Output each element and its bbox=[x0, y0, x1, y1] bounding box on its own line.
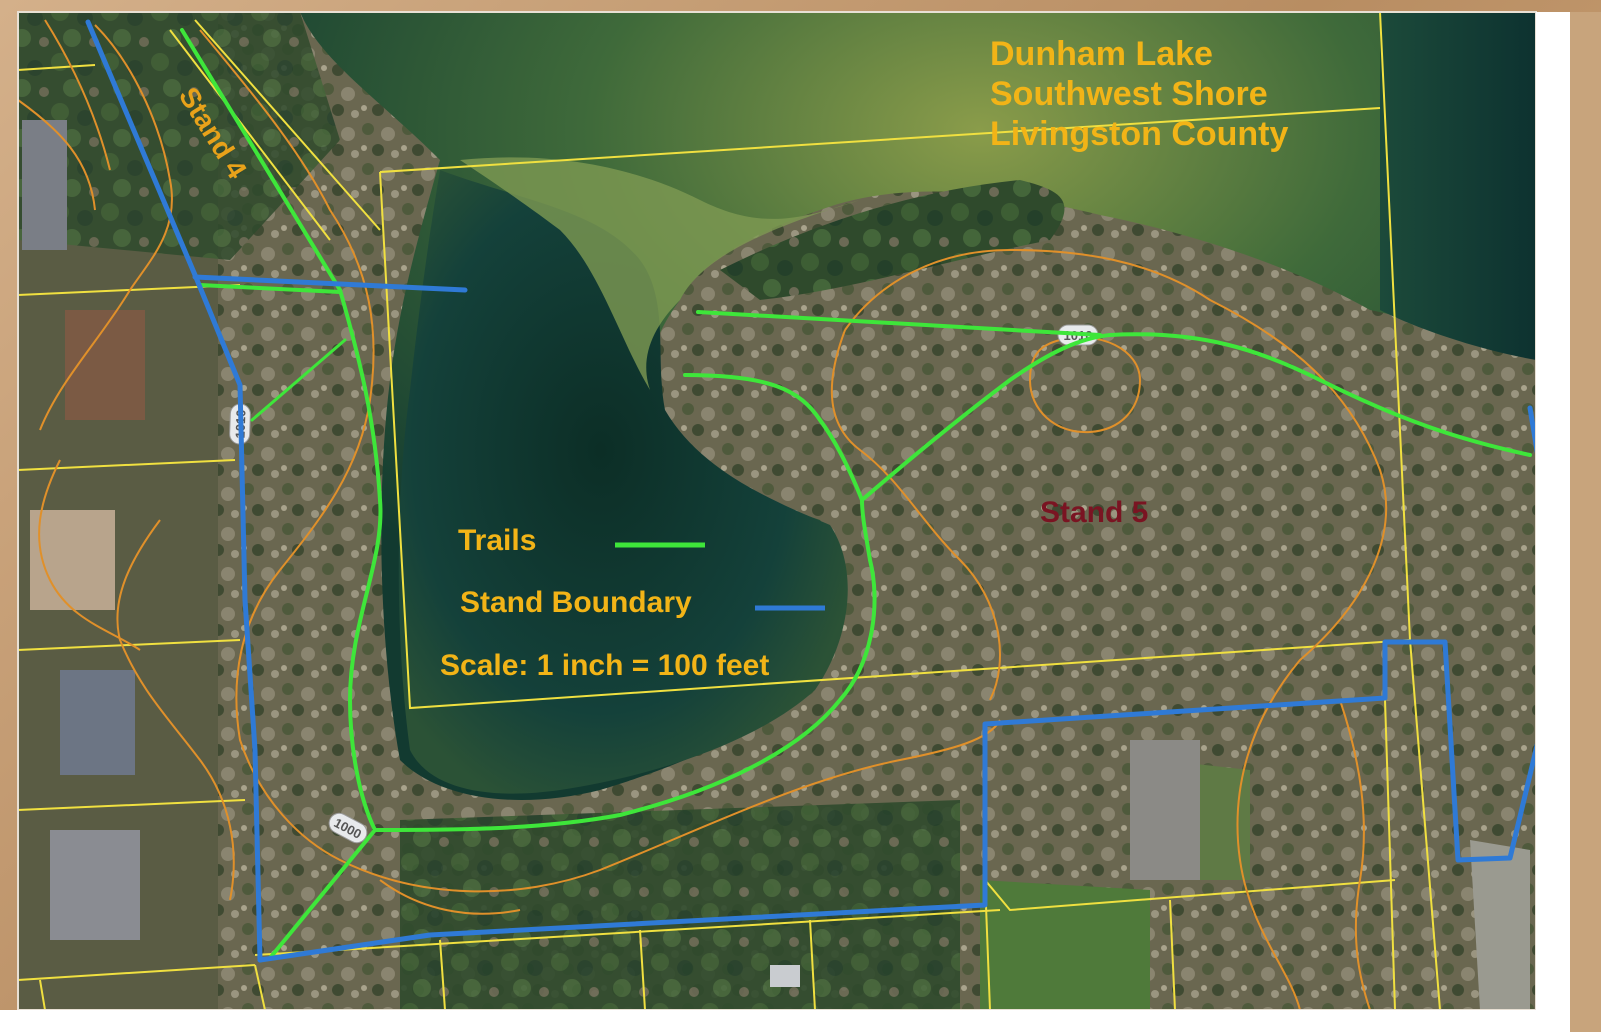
trail bbox=[180, 28, 342, 292]
parcel-line bbox=[17, 964, 256, 981]
house bbox=[22, 120, 67, 250]
house bbox=[1130, 740, 1200, 880]
contour-label-bg bbox=[328, 812, 368, 844]
bottom-margin bbox=[0, 1010, 1601, 1032]
parcel-line bbox=[169, 29, 331, 241]
house bbox=[50, 830, 140, 940]
contour bbox=[830, 329, 1001, 701]
trails bbox=[180, 28, 1532, 960]
shed bbox=[770, 965, 800, 987]
forest-west bbox=[250, 290, 380, 800]
parcel-lines bbox=[17, 11, 1441, 1011]
contour-lines bbox=[17, 19, 1388, 1011]
contour bbox=[844, 248, 1388, 1011]
contour bbox=[199, 29, 375, 571]
lake-cove bbox=[398, 170, 848, 794]
map-title: Dunham Lake Southwest Shore Livingston C… bbox=[990, 35, 1289, 153]
parcel-line bbox=[439, 939, 446, 1011]
parcel-line bbox=[1169, 899, 1176, 1011]
house bbox=[30, 510, 115, 610]
contour bbox=[39, 24, 173, 431]
parcel-line bbox=[17, 64, 96, 71]
parcel-line bbox=[17, 459, 236, 471]
contour bbox=[1339, 699, 1371, 1011]
parcel-line bbox=[639, 929, 646, 1011]
contour bbox=[44, 19, 111, 171]
trail bbox=[860, 332, 1532, 502]
parcel-line bbox=[254, 909, 1001, 956]
shallow-bank bbox=[460, 157, 860, 390]
trail bbox=[683, 373, 864, 502]
trail bbox=[268, 828, 377, 960]
contour bbox=[379, 879, 521, 915]
lawn-area bbox=[980, 880, 1150, 1010]
parcel-line bbox=[379, 171, 1411, 710]
parcel-line bbox=[809, 919, 816, 1011]
driveway bbox=[1470, 840, 1530, 1010]
trail bbox=[338, 288, 383, 832]
contour bbox=[235, 569, 1001, 893]
parcel-line bbox=[39, 979, 46, 1011]
forest-northwest bbox=[18, 12, 340, 260]
forest-patch bbox=[720, 180, 1065, 300]
parcel-line bbox=[254, 964, 266, 1011]
houses bbox=[22, 120, 1200, 987]
right-frame-edge bbox=[1570, 12, 1601, 1032]
trail bbox=[250, 338, 347, 422]
contour-hill bbox=[1028, 336, 1142, 434]
parcel-line bbox=[379, 107, 1381, 173]
forest-south bbox=[400, 800, 960, 1010]
legend-trails-label: Trails bbox=[458, 524, 536, 557]
parcel-line bbox=[1384, 699, 1396, 1011]
contour bbox=[116, 519, 235, 901]
map-legend: Trails Stand Boundary Scale: 1 inch = 10… bbox=[440, 524, 825, 682]
parcel-line bbox=[984, 879, 1396, 912]
trail bbox=[373, 498, 877, 832]
title-line-1: Dunham Lake bbox=[990, 35, 1213, 73]
map-imagery bbox=[18, 12, 1536, 1010]
title-line-2: Southwest Shore bbox=[990, 75, 1268, 113]
title-line-3: Livingston County bbox=[990, 115, 1289, 153]
trail bbox=[198, 283, 342, 294]
trail bbox=[696, 310, 1102, 337]
legend-scale: Scale: 1 inch = 100 feet bbox=[440, 649, 769, 682]
lake-east bbox=[1380, 12, 1536, 360]
contour bbox=[38, 459, 141, 651]
legend-boundary-label: Stand Boundary bbox=[460, 586, 692, 619]
parcel-line bbox=[17, 799, 246, 811]
contour bbox=[17, 99, 96, 211]
boundary-line-stand4 bbox=[192, 274, 468, 293]
house bbox=[60, 670, 135, 775]
parcel-line bbox=[17, 639, 241, 651]
stand-5-label: Stand 5 bbox=[1040, 496, 1148, 529]
boundary-line-west bbox=[85, 19, 263, 963]
parcel-line bbox=[194, 19, 381, 231]
